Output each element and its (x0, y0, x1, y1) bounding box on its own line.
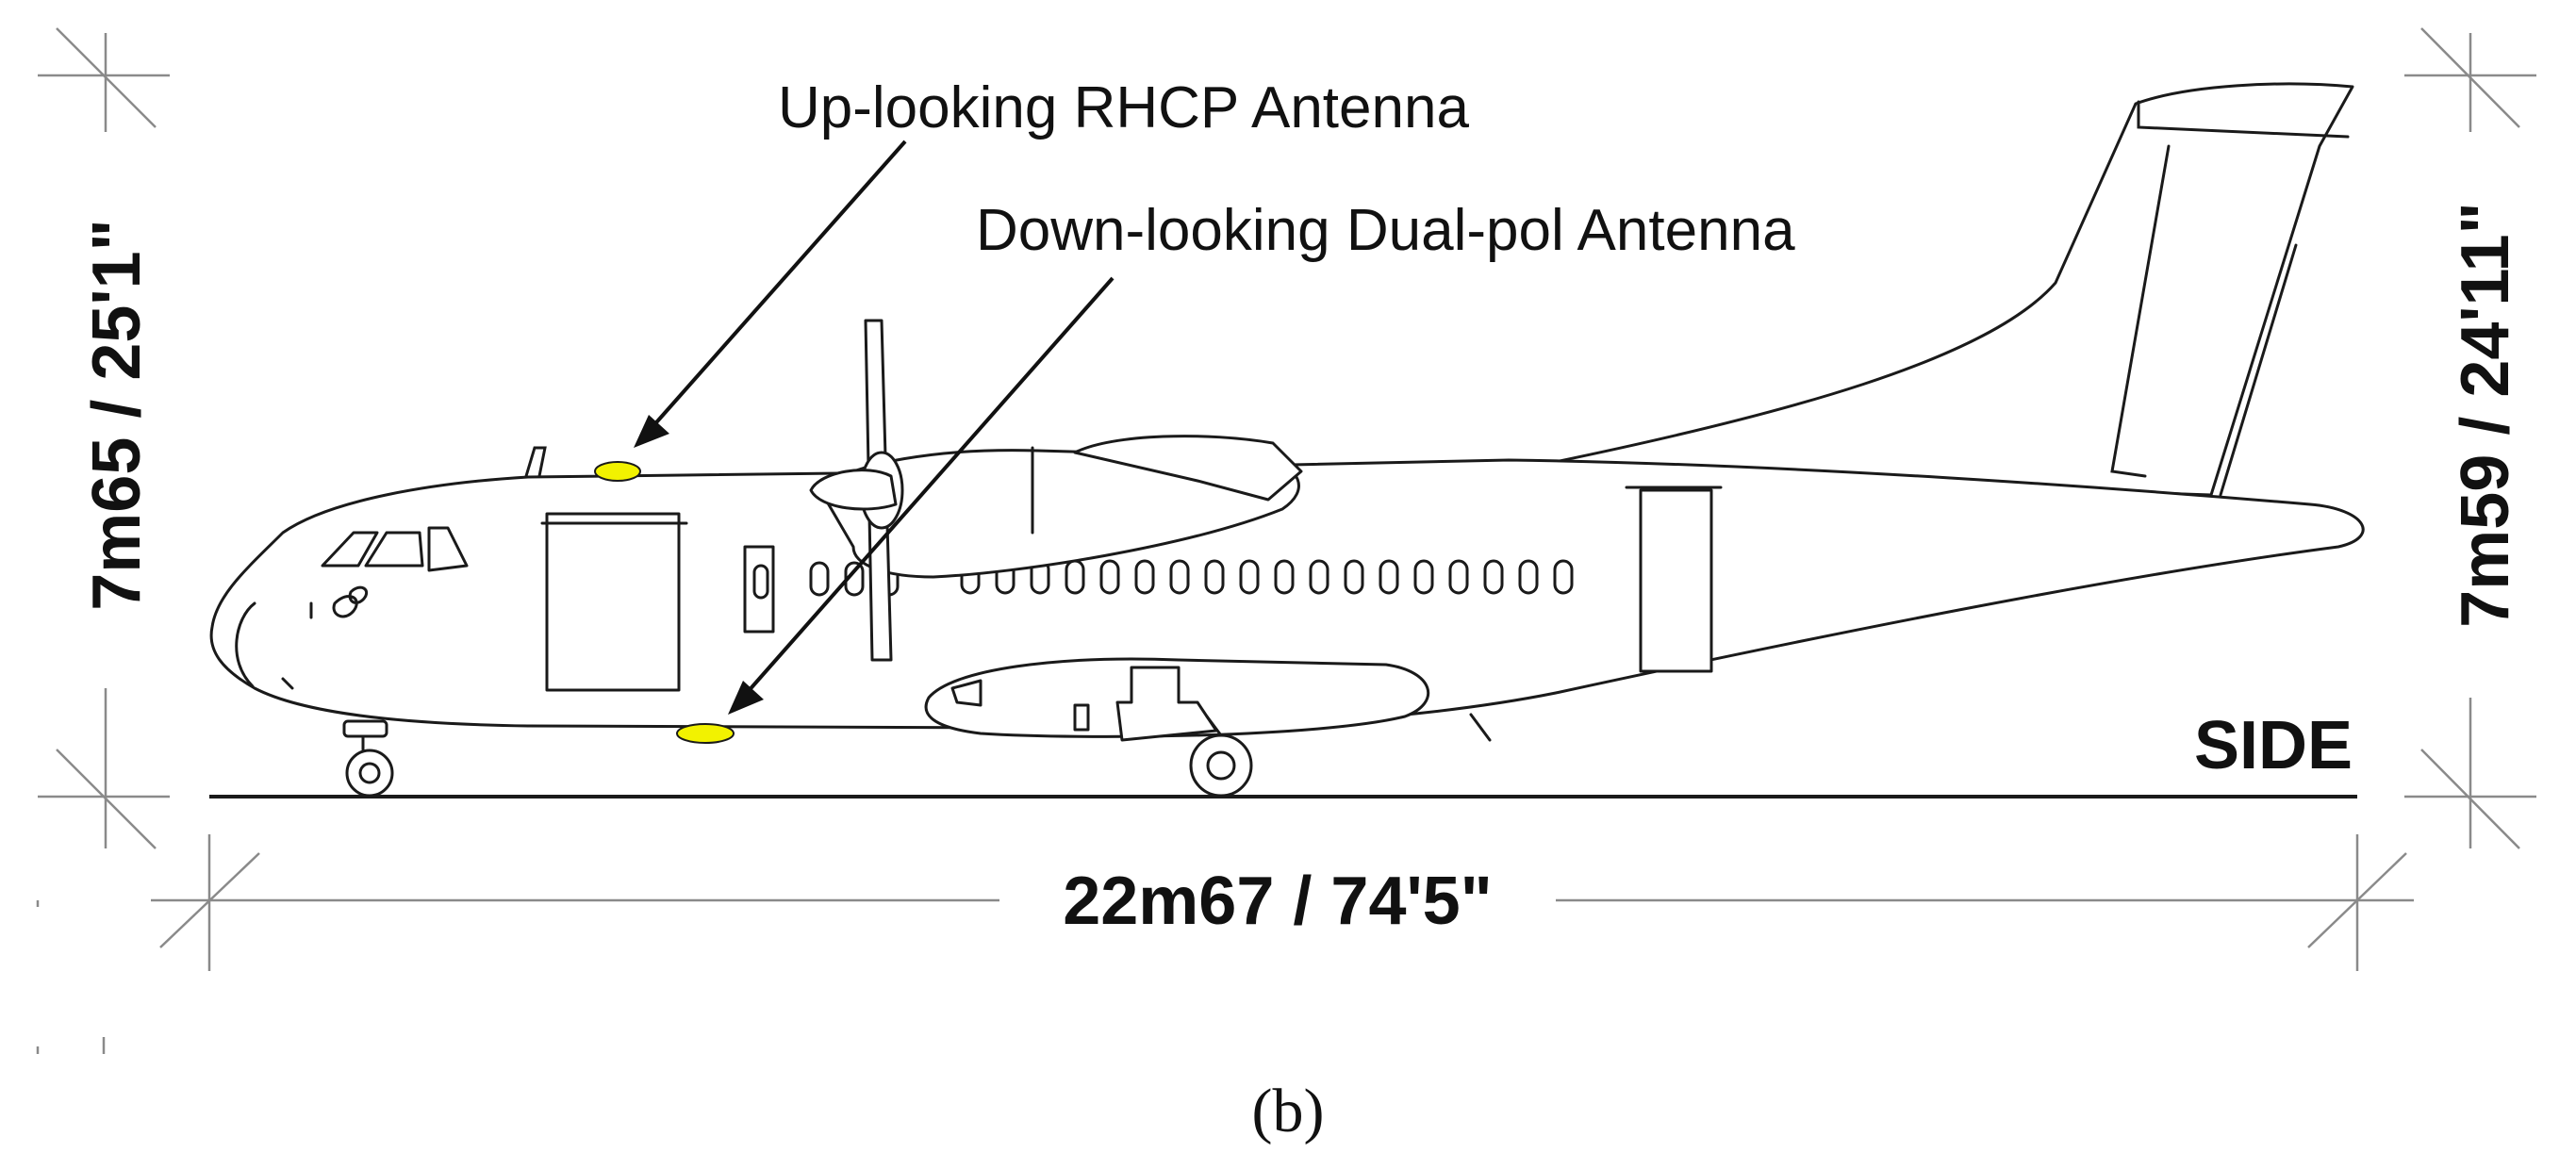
nose-detail (281, 601, 313, 690)
down-looking-antenna (676, 723, 735, 744)
nose-gear-housing (342, 719, 388, 738)
cargo-door (545, 512, 681, 692)
callout-arrows (634, 140, 1115, 715)
length-dimension: 22m67 / 74'5" (1063, 864, 1493, 939)
down-antenna-arrow-line (745, 276, 1115, 695)
rudder-trailing-line (2219, 243, 2298, 497)
cockpit-window-2 (364, 531, 424, 568)
nose-cone (235, 601, 256, 688)
dim-tick-left-top-diag (56, 27, 157, 128)
front-height-dimension: 7m65 / 25'1" (79, 219, 155, 611)
main-gear-door (1115, 666, 1218, 742)
pod-window (950, 679, 983, 707)
dim-tick-left-bottom-diag (56, 749, 157, 849)
nose-logo (332, 585, 369, 618)
rudder-line (2110, 144, 2171, 478)
down-antenna-label: Down-looking Dual-pol Antenna (976, 198, 1795, 263)
up-looking-antenna (594, 461, 641, 482)
down-antenna-arrowhead (728, 681, 764, 715)
tail-skid (1469, 713, 1492, 742)
up-antenna-label: Up-looking RHCP Antenna (778, 75, 1469, 140)
nose-gear-hub (358, 762, 381, 784)
dimension-lines (36, 27, 2536, 1054)
cockpit-window-1 (321, 531, 379, 568)
up-antenna-arrow-line (649, 140, 907, 431)
dim-tick-right-top-diag (2420, 27, 2520, 128)
dim-tick-right-bottom-diag (2420, 749, 2520, 849)
dim-tick-length-left-diag (159, 852, 260, 948)
view-label: SIDE (2194, 708, 2353, 783)
main-gear-strut (1205, 715, 1223, 737)
up-antenna-arrowhead (634, 415, 669, 448)
front-door-window (752, 564, 769, 600)
cockpit-window-3 (427, 526, 469, 572)
figure-caption: (b) (1252, 1077, 1325, 1145)
aircraft-drawing (209, 82, 2365, 798)
pod-vent (1073, 703, 1090, 732)
dim-tick-length-right-diag (2307, 852, 2407, 948)
propeller-hub (809, 469, 898, 511)
tail-cap-line (2137, 100, 2350, 139)
engine-nacelle (818, 449, 1300, 579)
top-probe (524, 446, 547, 478)
main-gear-hub (1206, 750, 1236, 781)
rear-door (1639, 488, 1713, 673)
rear-height-dimension: 7m59 / 24'11" (2448, 202, 2523, 628)
wing-root (1073, 435, 1303, 502)
vertical-tail (1507, 82, 2354, 497)
